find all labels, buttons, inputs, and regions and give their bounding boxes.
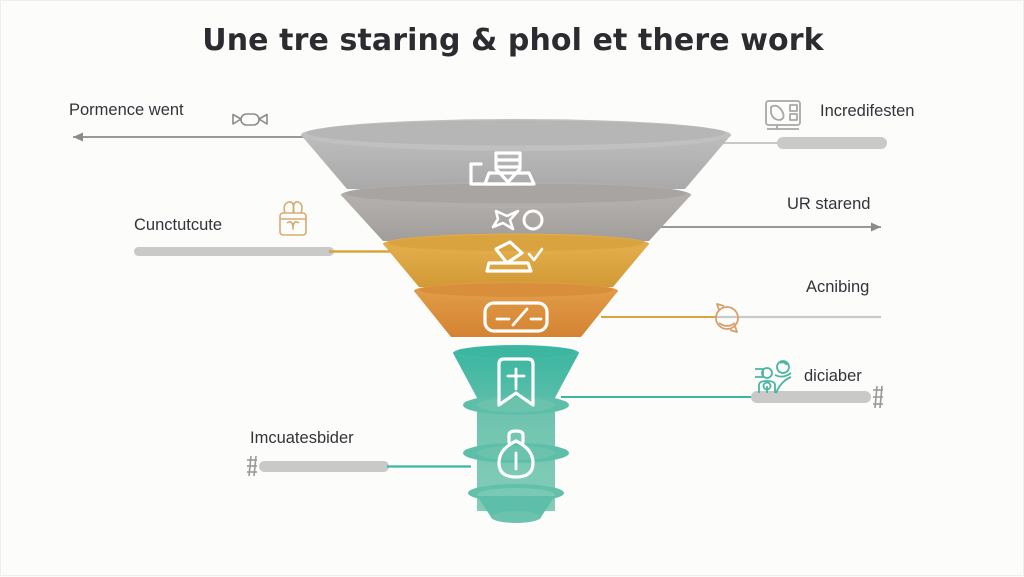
label-right-3[interactable]: Acnibing: [806, 278, 870, 296]
connector-left-3: [247, 455, 471, 477]
star-circle-icon: [491, 209, 544, 231]
gift-box-icon: [279, 201, 307, 236]
label-left-1[interactable]: Pormence went: [69, 101, 184, 119]
ballot-box-check-icon: [485, 240, 544, 273]
desktop-monitor-icon: [765, 100, 801, 130]
connector-right-2: [641, 222, 881, 232]
connector-left-2: [134, 247, 401, 256]
capsule-arrow-icon: [232, 113, 268, 126]
printer-document-icon: [469, 151, 536, 186]
label-left-3[interactable]: Imcuatesbider: [250, 429, 354, 447]
page-title: Une tre staring & phol et there work: [202, 23, 824, 58]
funnel-tier-4[interactable]: [414, 282, 618, 337]
people-group-icon: [755, 360, 792, 394]
lightbulb-icon: [497, 429, 535, 479]
label-right-4[interactable]: diciaber: [804, 367, 862, 385]
speedometer-gauge-icon: [483, 301, 549, 333]
funnel-tier-2[interactable]: [341, 182, 691, 241]
funnel-tier-1[interactable]: [301, 119, 731, 189]
connector-right-4: [561, 385, 883, 409]
funnel-tier-6-base[interactable]: [463, 395, 569, 523]
label-right-1[interactable]: Incredifesten: [820, 102, 915, 120]
refresh-circle-icon: [715, 303, 739, 333]
connector-right-1: [701, 137, 887, 149]
label-left-2[interactable]: Cunctutcute: [134, 216, 223, 234]
label-right-2[interactable]: UR starend: [787, 195, 871, 213]
connector-left-1: [73, 132, 331, 142]
bookmark-icon: [497, 357, 535, 407]
funnel-tier-5-neck[interactable]: [453, 345, 579, 409]
funnel-tier-3[interactable]: [383, 233, 649, 288]
